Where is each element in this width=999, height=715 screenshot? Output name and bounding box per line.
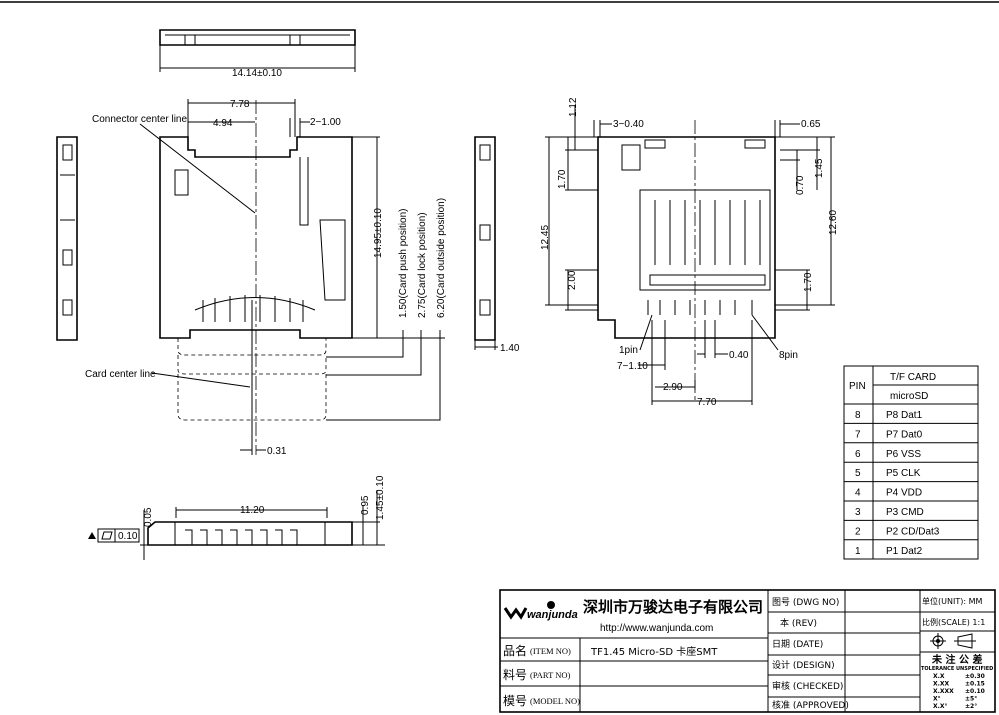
right-side-view: 1.40 [474, 136, 520, 354]
top-view: 7.78 4.94 2−1.00 Connector center line C… [85, 99, 447, 457]
tolerance-key: X.XXX [933, 688, 954, 695]
pin-number: 1 [855, 546, 861, 557]
bottom-view: 11.20 0.05 0.10 0.95 1.45±0.10 [88, 475, 386, 560]
front-view: 14.14±0.10 [159, 29, 356, 79]
dim-7-70: 7.70 [697, 397, 717, 408]
dim-0-31: 0.31 [267, 446, 287, 457]
date-label: 日期 (DATE) [772, 639, 823, 650]
tolerance-key: X° [933, 696, 941, 703]
dim-12-45: 12.45 [540, 225, 551, 250]
dim-1-50-card-push: 1.50(Card push position) [398, 208, 409, 318]
tolerance-value: ±0.15 [965, 681, 985, 688]
tolerance-subtitle: TOLERANCE UNSPECIFIED [921, 666, 993, 672]
rev-label: 本 (REV) [780, 617, 817, 629]
dim-11-20: 11.20 [240, 505, 265, 516]
pin-name: P5 CLK [886, 468, 921, 479]
projection-symbol-icon [930, 633, 976, 649]
part-label-en: (PART NO) [530, 670, 571, 680]
pin-name: P3 CMD [886, 507, 924, 518]
dim-1-12: 1.12 [568, 97, 579, 117]
pin-name: P8 Dat1 [886, 410, 923, 421]
tolerance-value: ±5° [965, 696, 977, 703]
pin-number: 3 [855, 507, 861, 518]
pin-1-label: 1pin [619, 345, 638, 356]
pad-view: 1.12 3−0.40 1.70 12.45 2.00 0.65 0.70 1.… [540, 97, 839, 408]
card-center-line-label: Card center line [85, 369, 156, 380]
pin-number: 8 [855, 410, 861, 421]
pin-name: P6 VSS [886, 449, 921, 460]
dim-12-60: 12.60 [828, 210, 839, 235]
logo-text: wanjunda [527, 609, 578, 621]
dwg-label: 图号 (DWG NO) [772, 597, 839, 608]
tolerance-title: 未 注 公 差 [931, 653, 982, 666]
model-label: 模号 [503, 694, 527, 708]
pin-number: 7 [855, 429, 861, 440]
dim-2-00: 2.00 [567, 270, 578, 290]
pin-number: 5 [855, 468, 861, 479]
dim-1-70-bottom: 1.70 [803, 272, 814, 292]
tolerance-key: X.X° [933, 703, 948, 710]
pin-table: PIN T/F CARD microSD 8 P8 Dat1 7 P7 Dat0 6 P6… [843, 365, 979, 560]
pin-name: P7 Dat0 [886, 429, 923, 440]
dim-1-45-pad: 1.45 [814, 158, 825, 178]
design-label: 设计 (DESIGN) [772, 659, 835, 671]
part-label: 料号 [503, 668, 527, 682]
item-label: 品名 [503, 643, 527, 658]
card-header: T/F CARD [890, 372, 936, 383]
tolerance-value: ±0.10 [965, 688, 985, 695]
pin-8-label: 8pin [779, 350, 798, 361]
tolerance-key: X.XX [933, 681, 950, 688]
dim-6-20-card-outside: 6.20(Card outside position) [436, 198, 447, 318]
tolerance-value: ±0.30 [965, 673, 985, 680]
pin-number: 6 [855, 449, 861, 460]
dim-0-40: 0.40 [729, 350, 749, 361]
approved-label: 核准 (APPROVED) [772, 699, 849, 711]
dim-7-1-10: 7−1.10 [617, 361, 648, 372]
pin-name: P2 CD/Dat3 [886, 526, 940, 537]
flatness-value: 0.10 [118, 531, 138, 542]
dim-1-45: 1.45±0.10 [375, 475, 386, 520]
connector-center-line-label: Connector center line [92, 114, 187, 125]
dim-2-75-card-lock: 2.75(Card lock position) [417, 212, 428, 318]
tolerance-value: ±2° [965, 703, 977, 710]
left-side-view [56, 136, 78, 341]
company-url: http://www.wanjunda.com [600, 623, 713, 634]
item-label-en: (ITEM NO) [530, 646, 571, 656]
dim-width: 14.14±0.10 [232, 68, 282, 79]
dim-2-1-00: 2−1.00 [310, 117, 341, 128]
unit: 单位(UNIT): MM [922, 596, 982, 606]
dim-1-70-top: 1.70 [557, 169, 568, 189]
scale: 比例(SCALE) 1:1 [922, 617, 985, 627]
pin-number: 2 [855, 526, 861, 537]
title-block: wanjunda 深圳市万骏达电子有限公司 http://www.wanjund… [499, 589, 996, 713]
pin-name: P1 Dat2 [886, 546, 923, 557]
dim-7-78: 7.78 [230, 99, 250, 110]
item-value: TF1.45 Micro-SD 卡座SMT [590, 645, 718, 658]
pin-header: PIN [849, 381, 866, 392]
dim-1-40: 1.40 [500, 343, 520, 354]
microsd-header: microSD [890, 391, 928, 402]
dim-14-95: 14.95±0.10 [373, 208, 384, 258]
dim-0-65: 0.65 [801, 119, 821, 130]
dim-2-90: 2.90 [663, 382, 683, 393]
model-label-en: (MODEL NO) [530, 696, 580, 706]
dim-0-95: 0.95 [360, 495, 371, 515]
wanjunda-logo: wanjunda [503, 601, 578, 621]
flatness-tolerance-frame: 0.10 [88, 528, 140, 543]
company-name: 深圳市万骏达电子有限公司 [583, 598, 763, 616]
tolerance-key: X.X [933, 673, 945, 680]
dim-3-0-40: 3−0.40 [613, 119, 644, 130]
pin-number: 4 [855, 488, 861, 499]
checked-label: 审核 (CHECKED) [772, 680, 843, 692]
pin-name: P4 VDD [886, 488, 922, 499]
dim-4-94: 4.94 [213, 118, 233, 129]
dim-0-70: 0.70 [795, 175, 806, 195]
dim-0-05: 0.05 [143, 507, 154, 527]
